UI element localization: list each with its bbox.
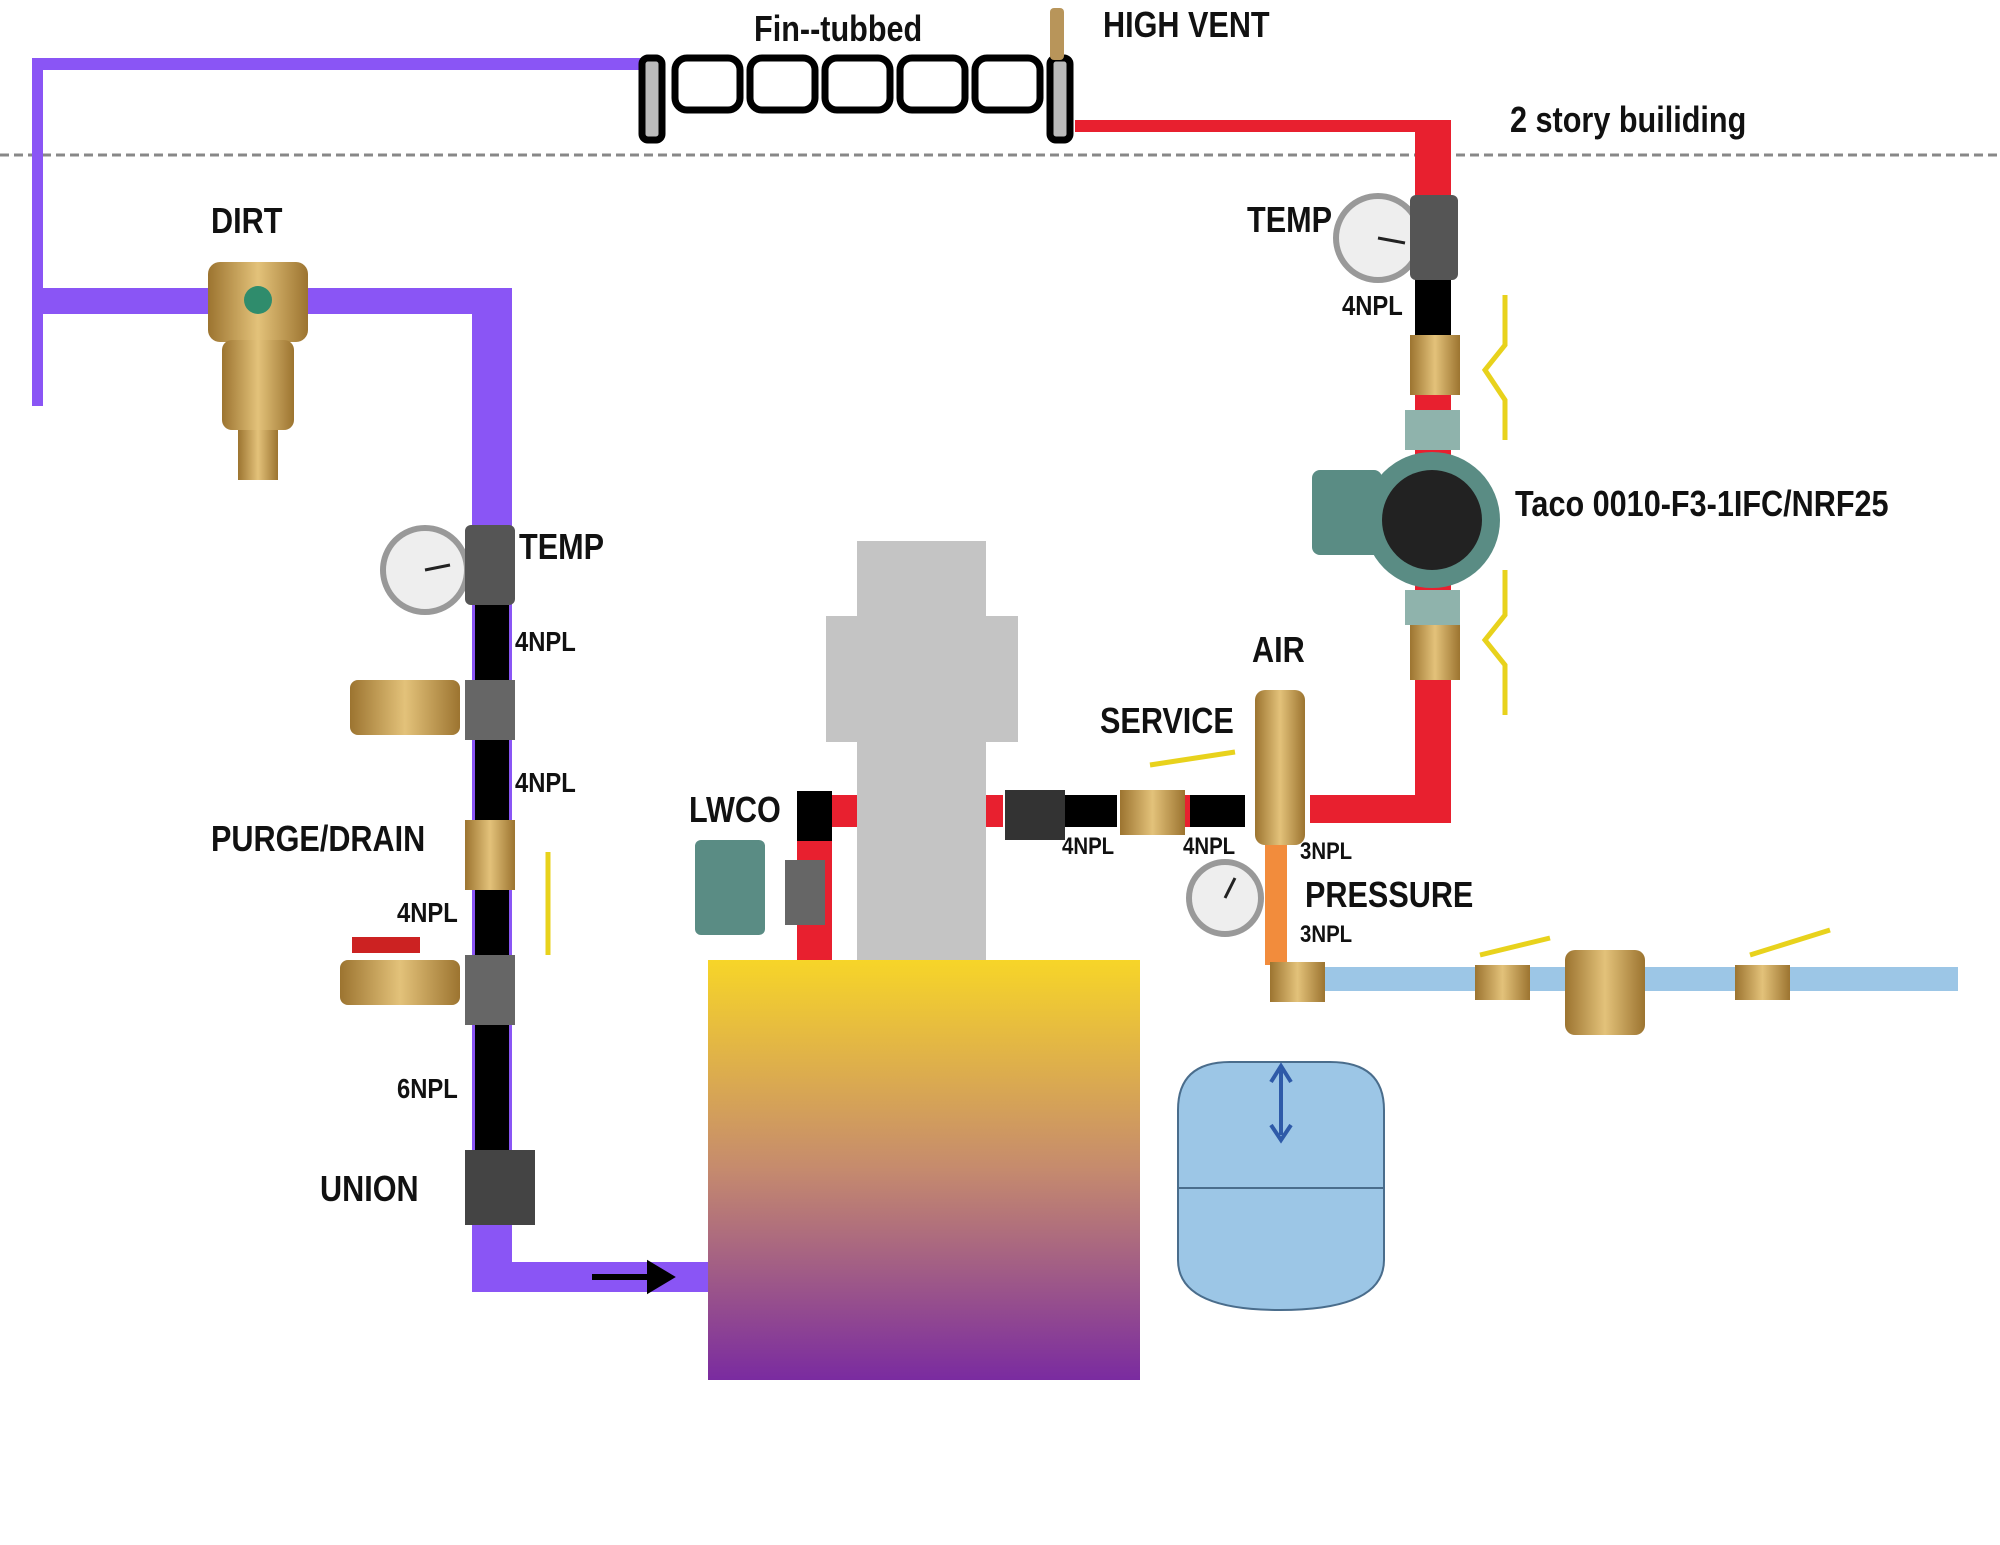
temp-gauge-supply-icon <box>1333 193 1423 283</box>
ball-valve-icons <box>340 335 1790 1225</box>
pressure-gauge-icon <box>1186 859 1264 937</box>
label-npl-service-2: 4NPL <box>1183 833 1236 860</box>
flow-arrow-return <box>592 1259 676 1295</box>
label-npl-return-1: 4NPL <box>515 626 576 657</box>
label-npl-service-1: 4NPL <box>1062 833 1115 860</box>
high-vent-icon <box>1050 8 1064 60</box>
label-pump: Taco 0010-F3-1IFC/NRF25 <box>1515 483 1889 524</box>
label-service: SERVICE <box>1100 700 1234 741</box>
tee-supply-temp <box>1410 195 1458 280</box>
circulator-pump-icon <box>1312 410 1500 625</box>
label-npl-return-2: 4NPL <box>515 767 576 798</box>
temp-gauge-return-icon <box>380 525 470 615</box>
label-npl-pressure: 3NPL <box>1300 921 1353 948</box>
label-air: AIR <box>1252 629 1305 670</box>
label-lwco: LWCO <box>689 789 781 830</box>
label-temp-return: TEMP <box>519 526 605 567</box>
label-building: 2 story builiding <box>1510 99 1747 140</box>
label-temp-supply: TEMP <box>1247 199 1333 240</box>
label-npl-air: 3NPL <box>1300 838 1353 865</box>
label-purge-drain: PURGE/DRAIN <box>211 818 426 859</box>
fin-tube-radiator <box>638 54 1074 144</box>
dirt-separator-icon <box>208 262 308 480</box>
label-high-vent: HIGH VENT <box>1103 4 1270 45</box>
label-radiator: Fin--tubbed <box>754 8 923 49</box>
label-npl-return-4: 6NPL <box>397 1073 458 1104</box>
label-pressure: PRESSURE <box>1305 874 1474 915</box>
return-pipe <box>32 58 708 1292</box>
label-npl-supply-temp: 4NPL <box>1342 290 1403 321</box>
expansion-tank <box>1177 1061 1385 1312</box>
tee-return-temp <box>465 525 515 605</box>
label-npl-return-3: 4NPL <box>397 897 458 928</box>
expansion-line <box>1265 835 1287 965</box>
valve-handles <box>545 295 1831 958</box>
black-nipples-supply <box>797 270 1451 841</box>
label-union: UNION <box>320 1168 419 1209</box>
label-dirt: DIRT <box>211 200 283 241</box>
boiler <box>708 960 1140 1380</box>
chimney <box>826 541 1018 961</box>
